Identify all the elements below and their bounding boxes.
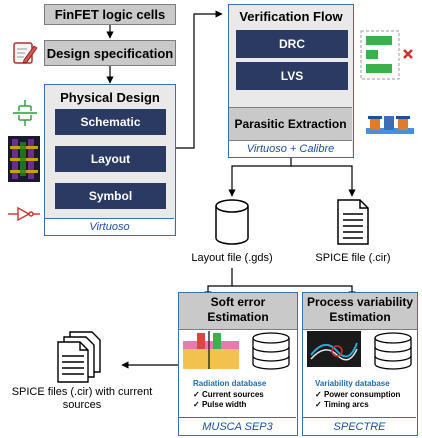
finfet-title: FinFET logic cells [54,7,166,22]
list-item: ✓ Pulse width [193,400,247,409]
musca-tool-label: MUSCA SEP3 [179,417,296,435]
schematic-item: Schematic [55,109,166,135]
verification-flow-panel: Verification Flow DRC LVS Parasitic Extr… [228,4,354,158]
virtuoso-tool-label: Virtuoso [45,218,174,235]
virtuoso-calibre-tool-label: Virtuoso + Calibre [229,141,352,157]
radiation-db-title: Radiation database [193,379,267,388]
symbol-item: Symbol [55,183,166,209]
arrow-physical-to-verification [176,10,223,149]
list-item: ✓ Power consumption [315,390,401,399]
document-icon [336,198,370,246]
spectre-tool-label: SPECTRE [303,417,416,435]
arrow-to-layout-file [228,154,292,197]
variability-panel: Process variability Estimation Variabili… [302,292,418,436]
database-cylinder-icon [251,331,291,371]
variability-bullet-list: ✓ Power consumption ✓ Timing arcs [315,390,400,410]
physical-design-panel: Physical Design Schematic Layout Symbol … [44,84,176,236]
verification-title: Verification Flow [239,9,343,24]
soft-error-panel: Soft error Estimation Radiation database… [178,292,298,436]
design-specification-box: Design specification [44,40,176,66]
database-cylinder-icon [214,198,250,246]
notepad-pencil-icon [12,40,38,66]
parasitic-label: Parasitic Extraction [234,117,347,131]
document-stack-icon [56,330,108,384]
soft-error-title: Soft error Estimation [179,293,297,330]
spice-file-label: SPICE file (.cir) [315,252,391,264]
layout-item: Layout [55,146,166,172]
arrow-to-spice-file [291,165,356,197]
soft-error-bullet-list: ✓ Current sources ✓ Pulse width [193,390,264,410]
parasitic-extraction-box: Parasitic Extraction [229,107,352,141]
layout-file-label: Layout file (.gds) [191,252,273,264]
spice-output-label: SPICE files (.cir) with current sources [11,386,153,411]
variability-simulation-image [307,331,361,367]
inverter-symbol-icon [8,206,40,222]
drc-item: DRC [236,30,348,58]
parasitic-transistor-icon [364,114,416,140]
drc-lvs-check-icon [360,30,416,80]
list-item: ✓ Current sources [193,390,264,399]
layout-thumbnail-icon [8,136,40,182]
variability-db-title: Variability database [315,379,390,388]
database-cylinder-icon [373,331,413,371]
schematic-icon [10,98,40,128]
finfet-logic-cells-box: FinFET logic cells [44,4,176,25]
physical-design-title: Physical Design [60,90,160,105]
design-spec-label: Design specification [46,45,174,61]
variability-title: Process variability Estimation [303,293,417,330]
seu-simulation-image [183,331,239,369]
lvs-item: LVS [236,62,348,90]
list-item: ✓ Timing arcs [315,400,369,409]
